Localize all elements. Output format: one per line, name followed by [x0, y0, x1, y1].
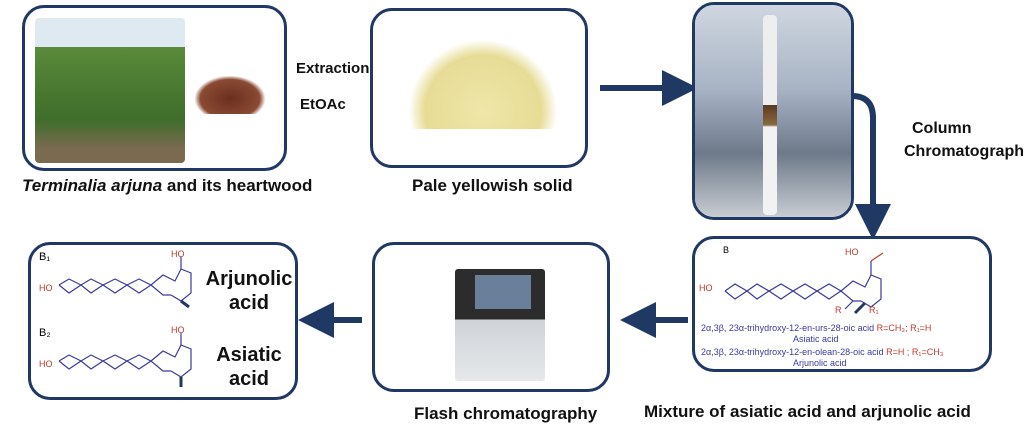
mixture-caption: Mixture of asiatic acid and arjunolic ac… [644, 402, 971, 421]
extraction-label: Extraction [296, 60, 370, 77]
r-label: R [835, 305, 842, 315]
solvent-label: EtOAc [300, 96, 346, 113]
product-structures [58, 257, 192, 387]
instrument-screen [475, 275, 531, 309]
arjunolic-common-name: Arjunolic acid [793, 358, 847, 368]
arjunolic-systematic-name: 2α,3β, 23α-trihydroxy-12-en-olean-28-oic… [701, 347, 944, 357]
chromatography-label: Chromatography [904, 143, 1024, 160]
r1-label: R₁ [869, 305, 879, 315]
solid-caption: Pale yellowish solid [412, 176, 573, 195]
tree-image [35, 18, 185, 163]
b1-carboxyl-ho: HO [171, 249, 185, 259]
heartwood-powder-image [195, 76, 265, 114]
flash-caption: Flash chromatography [414, 404, 598, 423]
arrow-to-mixture [851, 93, 891, 240]
carboxyl-ho-label: HO [845, 247, 859, 257]
b1-label: B₁ [39, 251, 51, 263]
column-label: Column [912, 120, 972, 137]
asiatic-common-name: Asiatic acid [793, 334, 839, 344]
mixture-structure-box: B HO HO R R₁ 2α,3β, 23α-trihydroxy-12-en… [692, 236, 992, 372]
b2-hydroxyl: HO [39, 359, 53, 369]
b2-label: B₂ [39, 327, 51, 339]
yellow-powder-image [408, 39, 558, 129]
b2-carboxyl-ho: HO [171, 325, 185, 335]
asiatic-systematic-name: 2α,3β, 23α-trihydroxy-12-en-urs-28-oic a… [701, 323, 932, 333]
source-caption: Terminalia arjuna and its heartwood [22, 176, 313, 195]
hydroxyl-label: HO [699, 283, 713, 293]
structure-label-b: B [723, 245, 730, 255]
column-chromatography-image-box [692, 2, 854, 220]
triterpene-structure [724, 252, 884, 315]
powder-image-box [370, 8, 588, 168]
b1-hydroxyl: HO [39, 283, 53, 293]
glass-column [763, 15, 777, 215]
tree-image-box [22, 5, 287, 171]
flash-chromatography-image-box [372, 242, 610, 392]
